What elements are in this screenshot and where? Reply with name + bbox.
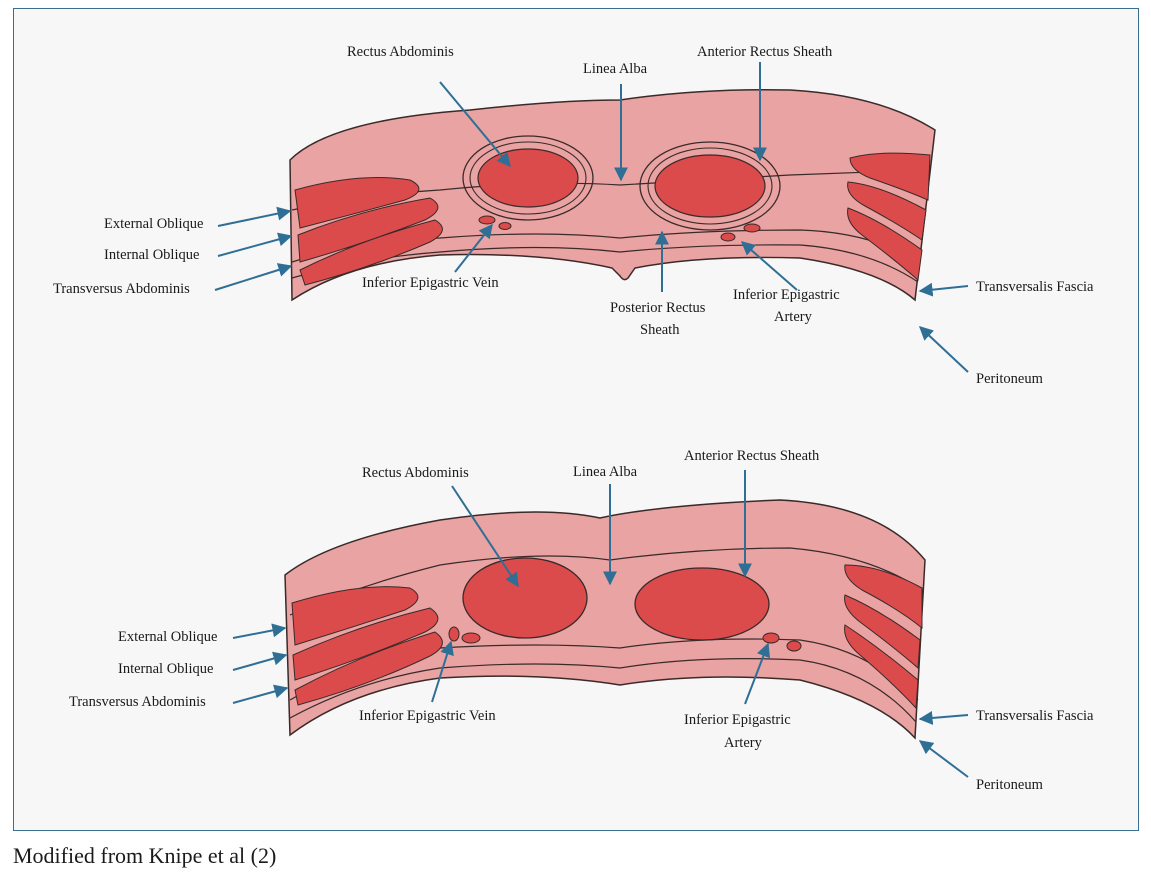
top-label-posterior-rectus-sheath-line2: Sheath	[640, 322, 680, 338]
bottom-cross-section	[284, 499, 926, 740]
top-cross-section	[289, 88, 936, 302]
top-label-inferior-epigastric-vein: Inferior Epigastric Vein	[362, 275, 499, 291]
bottom-arrows	[232, 470, 969, 778]
top-label-external-oblique: External Oblique	[104, 216, 203, 232]
bottom-labels: Rectus Abdominis Linea Alba Anterior Rec…	[69, 448, 1094, 793]
top-label-rectus-abdominis: Rectus Abdominis	[347, 44, 454, 60]
top-label-transversalis-fascia: Transversalis Fascia	[976, 279, 1094, 295]
top-label-internal-oblique: Internal Oblique	[104, 247, 199, 263]
top-label-posterior-rectus-sheath-line1: Posterior Rectus	[610, 300, 706, 316]
bottom-label-inferior-epigastric-vein: Inferior Epigastric Vein	[359, 708, 496, 724]
bottom-right-rectus-muscle	[634, 567, 770, 641]
top-label-transversus-abdominis: Transversus Abdominis	[53, 281, 190, 297]
bottom-label-peritoneum: Peritoneum	[976, 777, 1044, 793]
bottom-left-oblique-muscles	[291, 586, 419, 646]
top-label-linea-alba: Linea Alba	[583, 61, 648, 77]
bottom-label-linea-alba: Linea Alba	[573, 464, 638, 480]
top-labels: Rectus Abdominis Linea Alba Anterior Rec…	[53, 44, 1094, 387]
top-right-vessel	[720, 232, 736, 242]
top-label-anterior-rectus-sheath: Anterior Rectus Sheath	[697, 44, 833, 60]
top-label-inferior-epigastric-artery-line2: Artery	[774, 309, 813, 325]
top-left-vessel	[478, 215, 496, 225]
top-abdominal-wall	[289, 88, 936, 302]
top-right-oblique-muscles	[849, 152, 931, 201]
bottom-left-vessel	[448, 626, 460, 642]
bottom-right-vessel	[762, 632, 780, 644]
bottom-label-inferior-epigastric-artery-line1: Inferior Epigastric	[684, 712, 791, 728]
top-arrows	[214, 62, 969, 373]
bottom-label-external-oblique: External Oblique	[118, 629, 217, 645]
bottom-label-inferior-epigastric-artery-line2: Artery	[724, 735, 763, 751]
bottom-label-rectus-abdominis: Rectus Abdominis	[362, 465, 469, 481]
top-right-rectus-muscle	[654, 154, 766, 218]
top-left-oblique-muscles	[294, 177, 420, 229]
bottom-right-oblique-muscles	[844, 564, 923, 630]
bottom-label-transversus-abdominis: Transversus Abdominis	[69, 694, 206, 710]
top-label-inferior-epigastric-artery-line1: Inferior Epigastric	[733, 287, 840, 303]
bottom-label-internal-oblique: Internal Oblique	[118, 661, 213, 677]
top-label-peritoneum: Peritoneum	[976, 371, 1044, 387]
figure-caption: Modified from Knipe et al (2)	[13, 843, 277, 868]
bottom-abdominal-wall	[284, 499, 926, 740]
bottom-label-transversalis-fascia: Transversalis Fascia	[976, 708, 1094, 724]
top-left-rectus-muscle	[477, 148, 579, 208]
bottom-left-rectus-muscle	[462, 557, 588, 639]
bottom-label-anterior-rectus-sheath: Anterior Rectus Sheath	[684, 448, 820, 464]
